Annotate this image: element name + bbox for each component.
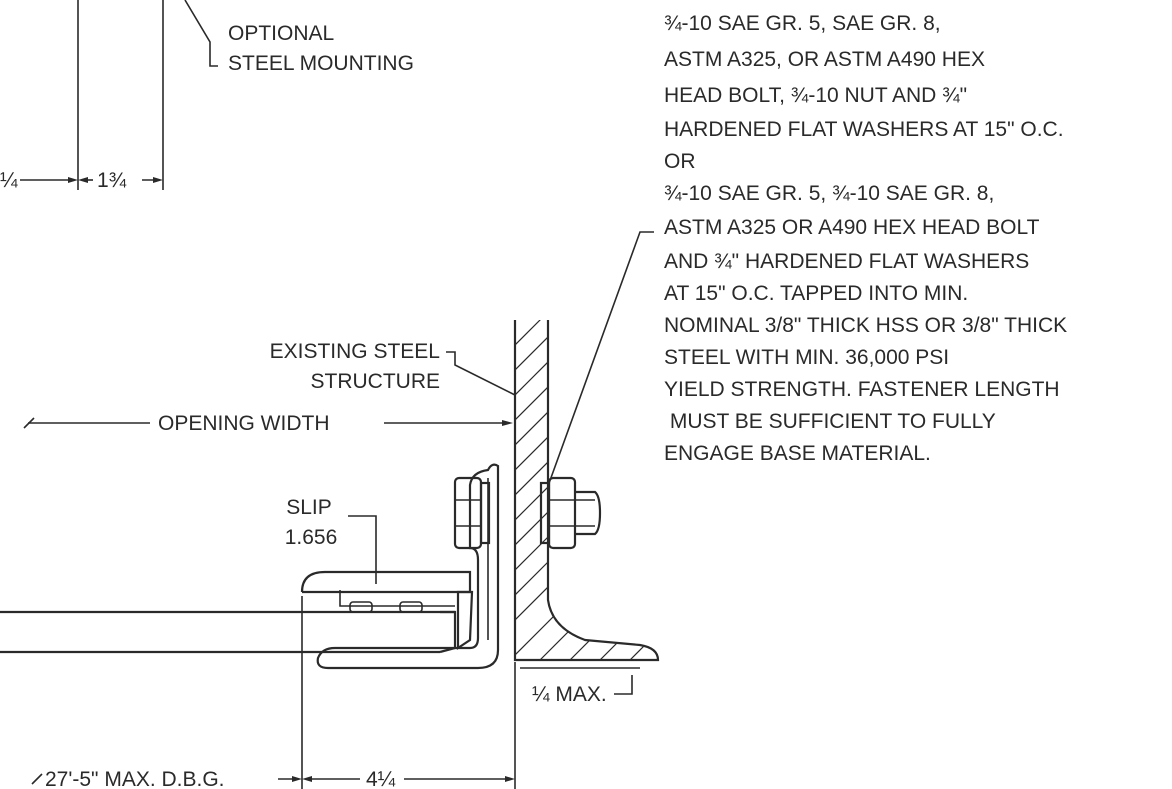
- optional-mounting-label-1: OPTIONAL: [228, 22, 334, 45]
- cover-inner-detail: [339, 590, 455, 607]
- note-line: OR: [664, 150, 696, 173]
- note-line: STEEL WITH MIN. 36,000 PSI: [664, 346, 949, 369]
- optional-mounting-label-2: STEEL MOUNTING: [228, 52, 414, 75]
- slip-leader: [348, 515, 377, 584]
- dim-flange: 1¾: [97, 169, 127, 192]
- quarter-max-leader: [614, 675, 633, 695]
- slip-value: 1.656: [285, 526, 338, 549]
- max-dbg-label: 27'-5" MAX. D.B.G.: [45, 768, 225, 789]
- note-line: ENGAGE BASE MATERIAL.: [664, 442, 931, 465]
- opening-width-tick-left: [23, 417, 35, 429]
- existing-steel-leader: [446, 351, 516, 396]
- cover-plate: [300, 570, 472, 594]
- note-line: NOMINAL 3/8" THICK HSS OR 3/8" THICK: [664, 314, 1067, 337]
- dim-arrow-flange-b: [153, 177, 163, 183]
- note-line: HARDENED FLAT WASHERS AT 15" O.C.: [664, 118, 1064, 141]
- note-line: ¾-10 SAE GR. 5, ¾-10 SAE GR. 8,: [664, 182, 994, 205]
- quarter-max-label: ¼ MAX.: [532, 683, 607, 706]
- note-line: AND ¾" HARDENED FLAT WASHERS: [664, 250, 1029, 273]
- note-line: MUST BE SUFFICIENT TO FULLY: [664, 410, 996, 433]
- note-line: AT 15" O.C. TAPPED INTO MIN.: [664, 282, 968, 305]
- cover-clip: [456, 590, 474, 651]
- note-line: YIELD STRENGTH. FASTENER LENGTH: [664, 378, 1060, 401]
- cover-nose: [439, 610, 457, 654]
- mounting-leader: [184, 0, 218, 67]
- cover-bolt-head-left: [349, 601, 373, 613]
- bottom-dim-label: 4¼: [366, 768, 396, 789]
- note-leader: [547, 231, 654, 487]
- slip-label: SLIP: [286, 496, 332, 519]
- note-line: HEAD BOLT, ¾-10 NUT AND ¾": [664, 84, 967, 107]
- opening-width-label: OPENING WIDTH: [158, 412, 330, 435]
- note-line: ¾-10 SAE GR. 5, SAE GR. 8,: [664, 12, 941, 35]
- dbg-arrow: [292, 776, 302, 782]
- dbg-tick: [31, 773, 43, 785]
- dim-arrow-left: [68, 177, 78, 183]
- dim-arrow-flange-a: [78, 177, 88, 183]
- bottom-dim-arrow-right: [505, 776, 515, 782]
- fastener-note: ¾-10 SAE GR. 5, SAE GR. 8, ASTM A325, OR…: [664, 12, 1067, 465]
- hex-bolt-assembly: [453, 476, 602, 550]
- dim-left-fragment: ¼: [0, 169, 18, 192]
- note-line: ASTM A325 OR A490 HEX HEAD BOLT: [664, 216, 1040, 239]
- cover-bolt-head-right: [399, 601, 423, 613]
- note-line: ASTM A325, OR ASTM A490 HEX: [664, 48, 985, 71]
- existing-steel-label-1: EXISTING STEEL: [270, 340, 440, 363]
- opening-width-arrow-right: [502, 420, 513, 426]
- existing-steel-label-2: STRUCTURE: [311, 370, 441, 393]
